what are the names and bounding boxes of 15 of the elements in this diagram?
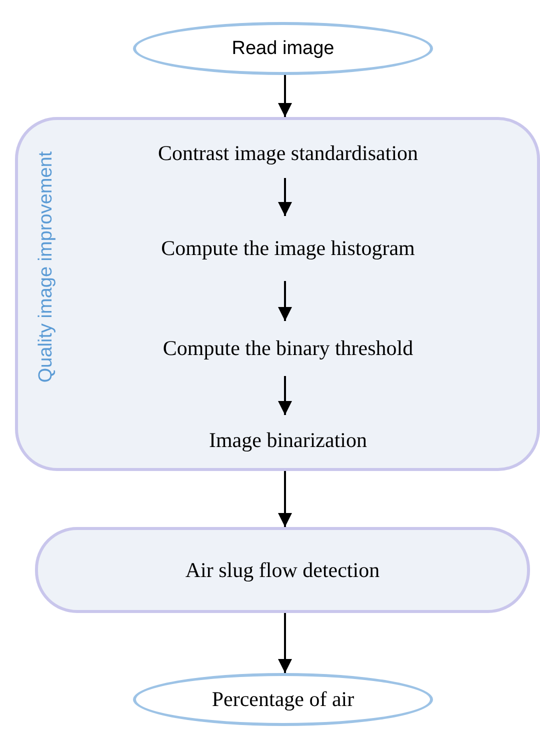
arrow [278,471,292,527]
step-text: Compute the image histogram [161,236,415,261]
arrow [278,75,292,117]
arrow [278,281,292,321]
step-text: Image binarization [208,428,367,452]
node-label: Percentage of air [212,687,354,712]
step-text: Contrast image standardisation [158,140,418,166]
group-label: Quality image improvement [35,151,58,383]
arrow [278,376,292,415]
group-box [15,117,540,471]
node-label: Air slug flow detection [185,558,380,582]
node-label: Read image [232,38,334,60]
step-text: Compute the binary threshold [162,336,414,361]
arrow [278,178,292,216]
arrow [278,613,292,673]
